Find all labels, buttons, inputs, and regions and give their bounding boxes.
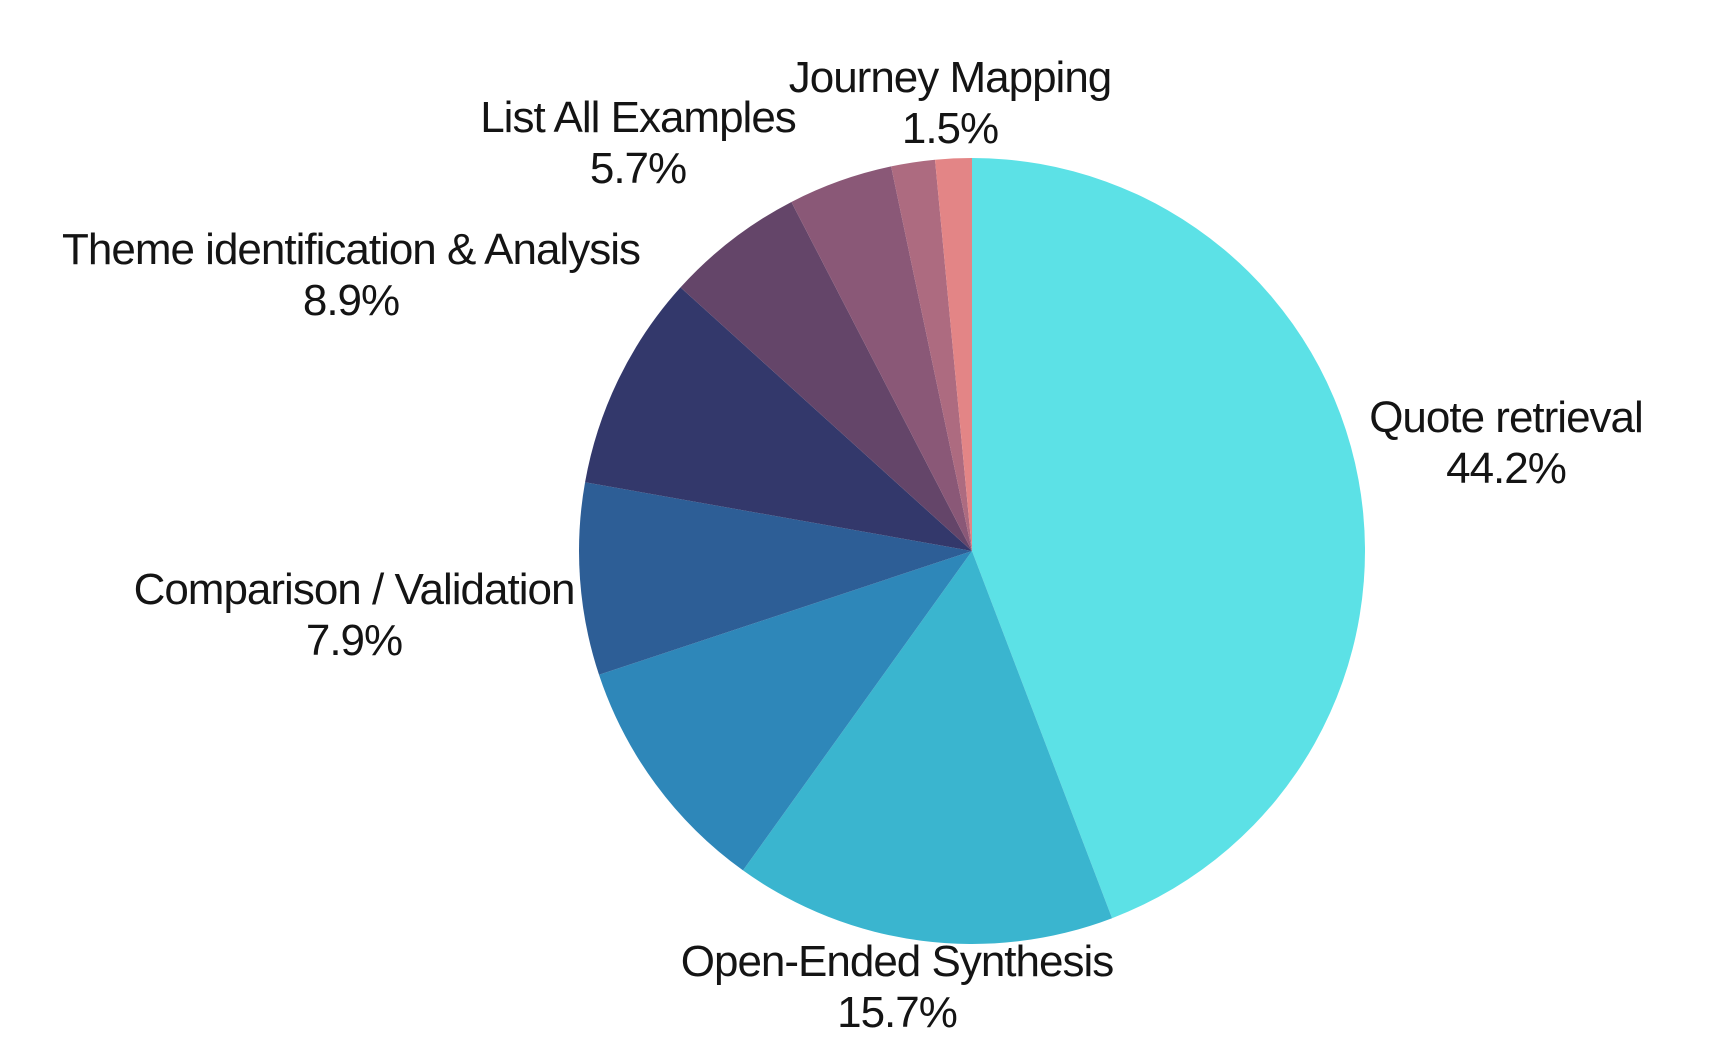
- pie-slice-list-all-examples: [680, 201, 972, 551]
- slice-label-text: Quote retrieval: [1369, 392, 1644, 442]
- pie-slice-journey-mapping: [935, 157, 972, 551]
- pie-slice-unlabeled-7: [891, 159, 972, 552]
- slice-percent-text: 5.7%: [589, 143, 687, 193]
- pie-slice-open-ended-synthesis: [743, 551, 1113, 945]
- pie-slice-theme-identification-analysis: [585, 287, 972, 551]
- slice-label-text: Comparison / Validation: [133, 564, 576, 614]
- slice-label-text: Open-Ended Synthesis: [680, 936, 1115, 986]
- pie-slice-unlabeled-2: [599, 551, 972, 871]
- slice-percent-text: 44.2%: [1446, 443, 1567, 493]
- slice-percent-text: 8.9%: [302, 275, 400, 325]
- slice-label-text: Theme identification & Analysis: [62, 224, 641, 274]
- pie-slice-comparison-validation: [579, 482, 972, 675]
- slice-percent-text: 1.5%: [901, 103, 999, 153]
- pie-slice-quote-retrieval: [972, 158, 1365, 919]
- slice-percent-text: 15.7%: [837, 987, 958, 1037]
- slice-label-text: List All Examples: [480, 92, 797, 142]
- pie-slice-unlabeled-6: [791, 166, 972, 552]
- slice-percent-text: 7.9%: [305, 615, 403, 665]
- slice-label-text: Journey Mapping: [788, 52, 1113, 102]
